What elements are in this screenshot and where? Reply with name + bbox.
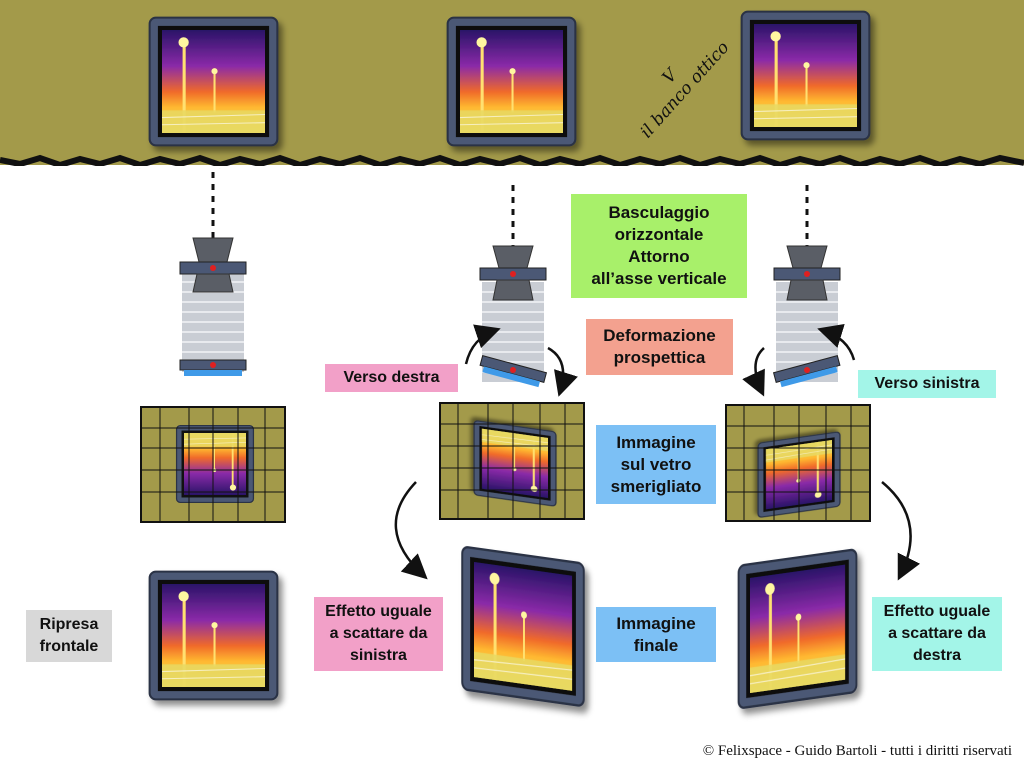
wall-edge xyxy=(0,154,1024,169)
label-deformazione: Deformazione prospettica xyxy=(603,326,716,367)
label-effetto-sinistra: Effetto uguale a scattare da sinistra xyxy=(325,603,432,664)
camera-frontal xyxy=(179,237,247,376)
ground-glass-left xyxy=(725,404,871,522)
box-effetto-destra xyxy=(872,597,1002,671)
label-ripresa-frontale: Ripresa frontale xyxy=(39,616,99,655)
final-image-right xyxy=(739,549,857,708)
wall-painting-right xyxy=(742,12,870,140)
label-immagine-finale: Immagine finale xyxy=(616,613,696,655)
box-immagine-finale xyxy=(596,607,716,662)
label-verso-sinistra: Verso sinistra xyxy=(874,375,980,392)
box-ripresa-frontale xyxy=(26,610,112,662)
box-basculaggio xyxy=(571,194,747,298)
label-verso-destra: Verso destra xyxy=(343,369,440,386)
box-verso-sinistra xyxy=(858,370,996,398)
camera-tilted-right xyxy=(464,245,578,397)
final-image-frontal xyxy=(150,572,278,700)
arrow-to-final-right xyxy=(881,481,921,581)
wall-painting-center xyxy=(448,18,576,146)
copyright-text: © Felixspace - Guido Bartoli - tutti i d… xyxy=(702,743,1012,759)
box-immagine-vetro xyxy=(596,425,716,504)
label-immagine-vetro: Immagine sul vetro smerigliato xyxy=(610,432,702,496)
box-deformazione xyxy=(586,319,733,375)
label-effetto-destra: Effetto uguale a scattare da destra xyxy=(883,603,991,664)
wall-painting-left xyxy=(150,18,278,146)
box-effetto-sinistra xyxy=(314,597,443,671)
box-verso-destra xyxy=(325,364,458,392)
final-image-left xyxy=(462,547,584,707)
camera-tilted-left xyxy=(742,245,856,397)
ground-glass-frontal xyxy=(140,406,286,523)
arrow-to-final-left xyxy=(394,481,428,580)
label-basculaggio: Basculaggio orizzontale Attorno all’asse… xyxy=(591,203,727,288)
ground-glass-right xyxy=(439,402,585,520)
